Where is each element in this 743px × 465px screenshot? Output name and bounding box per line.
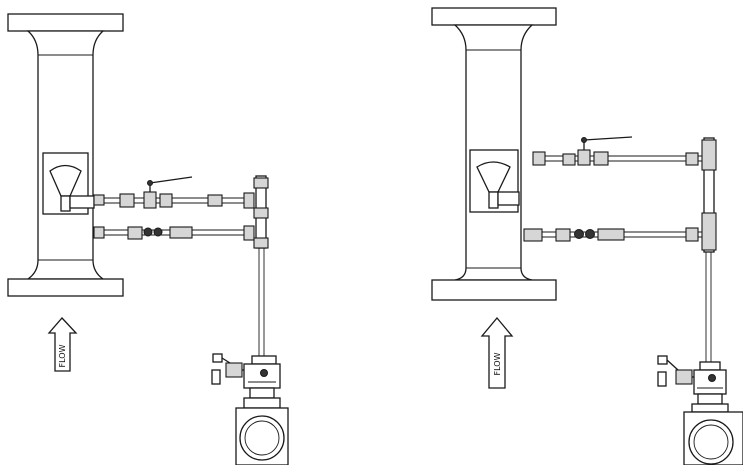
left-bottom-flange [7, 278, 124, 297]
right-lower-fitting-b [555, 228, 571, 242]
left-housing-cover-inner [244, 420, 280, 456]
left-transmitter-neck [251, 355, 277, 365]
right-manifold [701, 137, 717, 362]
right-upper-fitting-c [593, 151, 609, 166]
right-transmitter-neck [699, 361, 721, 371]
right-upper-fitting-d [685, 152, 699, 166]
right-float [476, 161, 511, 193]
left-flow-label: FLOW [58, 344, 67, 367]
left-lower-fitting-b [127, 226, 143, 240]
left-drain-body [225, 362, 243, 378]
left-needle-valve-left [143, 227, 153, 237]
right-transmitter-block [693, 369, 727, 395]
right-flow-arrow-shape [480, 316, 514, 389]
right-upper-line [532, 136, 703, 166]
right-upper-fitting-b [562, 153, 576, 166]
right-drain-body [675, 369, 693, 385]
left-valve-handle [149, 176, 193, 184]
right-transmitter-screw [708, 374, 716, 382]
left-lower-fitting-a [93, 226, 105, 239]
right-flow-label: FLOW [493, 352, 502, 375]
left-float-stem [60, 195, 71, 212]
left-housing-cover [239, 415, 285, 461]
left-float-connector [69, 195, 95, 209]
right-float-connector [497, 191, 520, 206]
left-ball-valve-body [143, 191, 157, 209]
right-housing-cover [688, 419, 734, 465]
right-housing-cover-inner [693, 424, 729, 460]
right-transmitter [657, 355, 743, 465]
right-lower-line [523, 227, 703, 242]
left-manifold-mid [253, 207, 269, 219]
left-upper-fitting-a [93, 194, 105, 206]
left-upper-fitting-d [207, 194, 223, 207]
left-drain-valve [211, 353, 244, 385]
right-manifold-top-cap [701, 139, 717, 171]
right-valve-handle [583, 136, 633, 141]
right-needle-valve-right [585, 229, 595, 239]
left-housing-top [243, 397, 281, 409]
left-lower-fitting-d [243, 225, 255, 241]
right-manifold-body [703, 137, 715, 253]
right-housing-top [691, 403, 729, 413]
left-upper-line [93, 176, 255, 209]
left-transmitter [211, 353, 289, 465]
right-lower-fitting-d [685, 227, 699, 242]
left-drain-cap [211, 369, 221, 385]
left-manifold-top-cap [253, 177, 269, 189]
right-upper-fitting-a [532, 151, 546, 166]
right-manifold-bottom [701, 212, 717, 251]
left-flow-arrow: FLOW [47, 317, 78, 372]
left-housing-neck [249, 387, 275, 399]
left-upper-fitting-b [119, 193, 135, 208]
left-transmitter-screw [260, 369, 268, 377]
right-drain-valve [657, 355, 694, 387]
right-drain-handle [657, 355, 668, 365]
right-valve-knob [581, 137, 587, 143]
left-drain-handle [212, 353, 223, 363]
right-lower-fitting-a [523, 228, 543, 242]
left-lower-fitting-c [169, 226, 193, 239]
left-needle-valve-right [153, 227, 163, 237]
left-top-flange [7, 13, 124, 32]
left-lower-line [93, 225, 255, 241]
right-assembly: FLOW [431, 7, 743, 465]
right-top-flange [431, 7, 557, 26]
right-flow-tube [431, 7, 557, 301]
left-manifold-bottom [253, 237, 269, 249]
right-housing-neck [697, 393, 723, 405]
left-upper-fitting-c [159, 193, 173, 208]
right-lower-fitting-c [597, 228, 625, 241]
right-ball-valve-body [577, 149, 591, 166]
right-bottom-flange [431, 279, 557, 301]
left-flow-arrow-shape [47, 317, 78, 372]
left-valve-knob [147, 180, 153, 186]
left-flow-tube [7, 13, 124, 297]
right-flow-arrow: FLOW [480, 316, 514, 389]
right-float-stem [488, 191, 499, 209]
left-float [49, 164, 82, 197]
left-assembly: FLOW [7, 13, 289, 465]
right-needle-valve-left [574, 229, 584, 239]
left-manifold [253, 175, 269, 356]
left-upper-fitting-e [243, 192, 255, 209]
right-drain-cap [657, 371, 667, 387]
